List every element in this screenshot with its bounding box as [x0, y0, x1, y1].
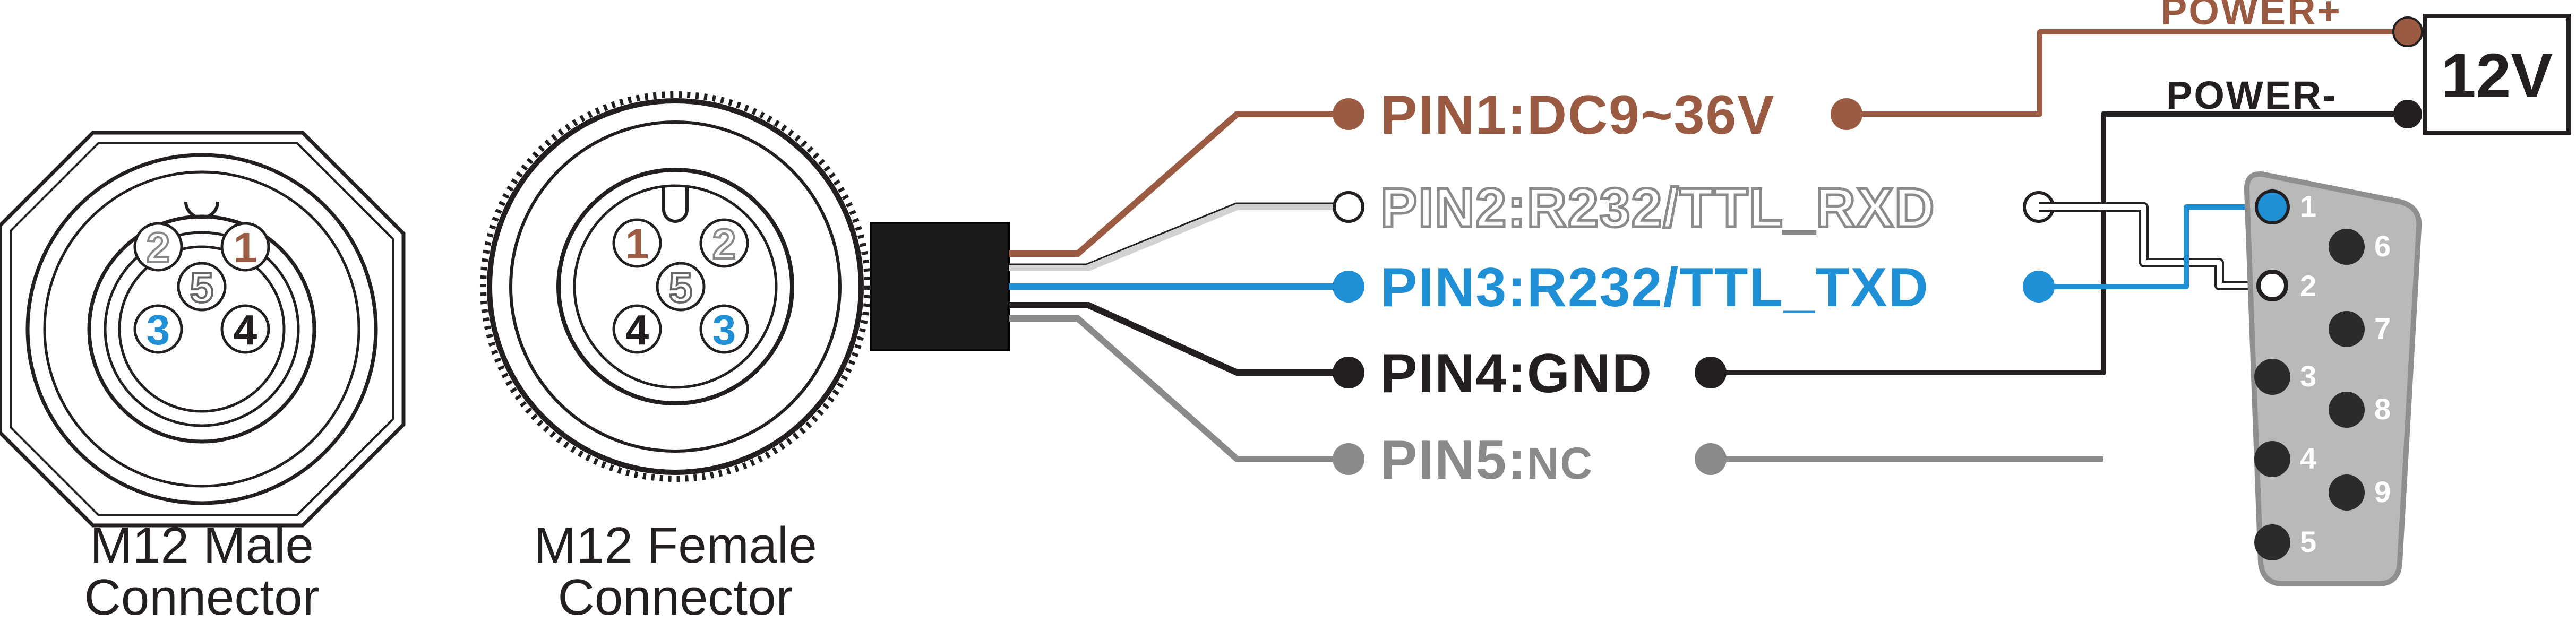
wire-pin4 — [1009, 302, 1349, 376]
male-ring-2 — [43, 170, 360, 488]
male-pin-4-number: 4 — [234, 306, 257, 353]
db9-pin-2-number: 2 — [2300, 269, 2316, 303]
wire-pin1 — [1009, 111, 1349, 257]
pin1-label: PIN1:DC9~36V — [1380, 84, 1775, 146]
power-voltage: 12V — [2441, 41, 2553, 111]
db9-connector: 1 2 3 4 5 6 7 8 9 — [2244, 171, 2422, 586]
female-key-notch — [662, 186, 689, 223]
male-ring-5 — [118, 245, 286, 413]
db9-pin-numbers: 1 2 3 4 5 6 7 8 9 — [2300, 189, 2391, 558]
male-caption-line1: M12 Male — [90, 517, 314, 574]
db9-pin-4-number: 4 — [2300, 442, 2316, 475]
male-pin-1-number: 1 — [234, 224, 257, 271]
male-pin-2-number: 2 — [147, 224, 170, 271]
male-pin-3 — [133, 304, 183, 354]
male-ring-1 — [25, 153, 378, 505]
male-key-notch — [184, 201, 219, 219]
wire-pin2 — [1009, 204, 1349, 271]
pin5-left-dot — [1333, 443, 1364, 475]
female-pin-2-number: 2 — [712, 220, 736, 267]
female-ring-3 — [556, 168, 794, 405]
female-pin-4-number: 4 — [625, 306, 649, 353]
female-pin-1 — [612, 218, 662, 268]
pin3-label: PIN3:R232/TTL_TXD — [1380, 257, 1929, 318]
female-pin-2 — [699, 218, 749, 268]
male-pin-3-number: 3 — [147, 306, 170, 353]
wire-pin5 — [1009, 315, 1349, 462]
db9-pin-3-number: 3 — [2300, 359, 2316, 393]
female-ring-4 — [573, 184, 778, 389]
db9-pin-7-number: 7 — [2374, 312, 2391, 345]
power-plus-terminal — [2392, 16, 2423, 47]
male-pin-2 — [133, 222, 183, 272]
power-minus-label: POWER- — [2166, 73, 2337, 117]
db9-pin-1-number: 1 — [2300, 189, 2316, 223]
wire-rxd-outline — [2039, 202, 2272, 290]
fanout-wires — [1009, 111, 1349, 462]
female-caption-line2: Connector — [558, 569, 793, 622]
right-wires — [1711, 29, 2408, 462]
power-supply: POWER+ POWER- 12V — [2161, 0, 2571, 135]
wire-gnd — [1711, 111, 2408, 375]
male-ring-3 — [87, 214, 316, 444]
male-hex-nut — [0, 131, 406, 528]
female-pin-numbers: 1 2 3 4 5 — [625, 219, 737, 353]
male-caption-line2: Connector — [84, 569, 320, 622]
pin1-left-dot — [1333, 98, 1364, 130]
power-minus-terminal — [2393, 100, 2422, 128]
female-pin-3-number: 3 — [712, 306, 736, 353]
wire-rxd — [2039, 204, 2272, 288]
female-pin-5-number: 5 — [669, 264, 693, 311]
db9-pin-9-number: 9 — [2374, 475, 2391, 508]
db9-pin-8 — [2329, 392, 2365, 428]
db9-pin-2 — [2256, 270, 2288, 301]
db9-shell — [2244, 171, 2422, 586]
female-caption-line1: M12 Female — [534, 517, 817, 574]
db9-pin-7 — [2329, 311, 2365, 347]
pin4-left-dot — [1333, 357, 1364, 388]
female-pin-4 — [612, 304, 662, 354]
wire-txd — [2039, 204, 2272, 289]
db9-pin-3 — [2254, 359, 2290, 395]
pin5-label: PIN5:NC — [1380, 429, 1593, 491]
pin5-label-nc: NC — [1527, 438, 1593, 488]
wire-pin2-outline — [1009, 202, 1349, 265]
male-pin-5-number: 5 — [190, 264, 214, 311]
db9-pin-6-number: 6 — [2374, 229, 2391, 263]
power-plus-label: POWER+ — [2161, 0, 2342, 33]
male-pin-numbers: 1 2 3 4 5 — [145, 223, 257, 353]
pin3-left-dot — [1333, 271, 1364, 303]
db9-pin-6 — [2329, 229, 2365, 265]
db9-pin-4 — [2254, 441, 2290, 477]
pin4-label: PIN4:GND — [1380, 343, 1653, 404]
db9-pin-1 — [2255, 189, 2290, 224]
male-hex-nut-inner — [10, 142, 394, 516]
pin5-label-main: PIN5: — [1380, 429, 1527, 491]
male-pin-4 — [220, 304, 270, 354]
power-box — [2423, 14, 2571, 135]
male-ring-4 — [104, 231, 300, 427]
m12-male-connector — [0, 131, 406, 528]
male-pin-5 — [177, 262, 227, 312]
female-pin-3 — [699, 304, 749, 354]
wire-power-plus — [1847, 29, 2408, 117]
female-pin-1-number: 1 — [625, 220, 649, 267]
db9-pin-9 — [2329, 474, 2365, 511]
male-pin-1 — [220, 222, 270, 272]
female-pin-5 — [656, 262, 706, 312]
db9-pin-8-number: 8 — [2374, 392, 2391, 426]
female-knurl-ring — [480, 91, 871, 482]
db9-pin-5 — [2254, 524, 2290, 560]
m12-female-connector — [480, 91, 1010, 482]
db9-pin-5-number: 5 — [2300, 525, 2316, 558]
pin2-label: PIN2:R232/TTL_RXD — [1380, 177, 1935, 239]
female-ring-2 — [509, 120, 842, 453]
cable-sleeve — [870, 222, 1010, 351]
pin2-left-dot — [1333, 191, 1364, 223]
